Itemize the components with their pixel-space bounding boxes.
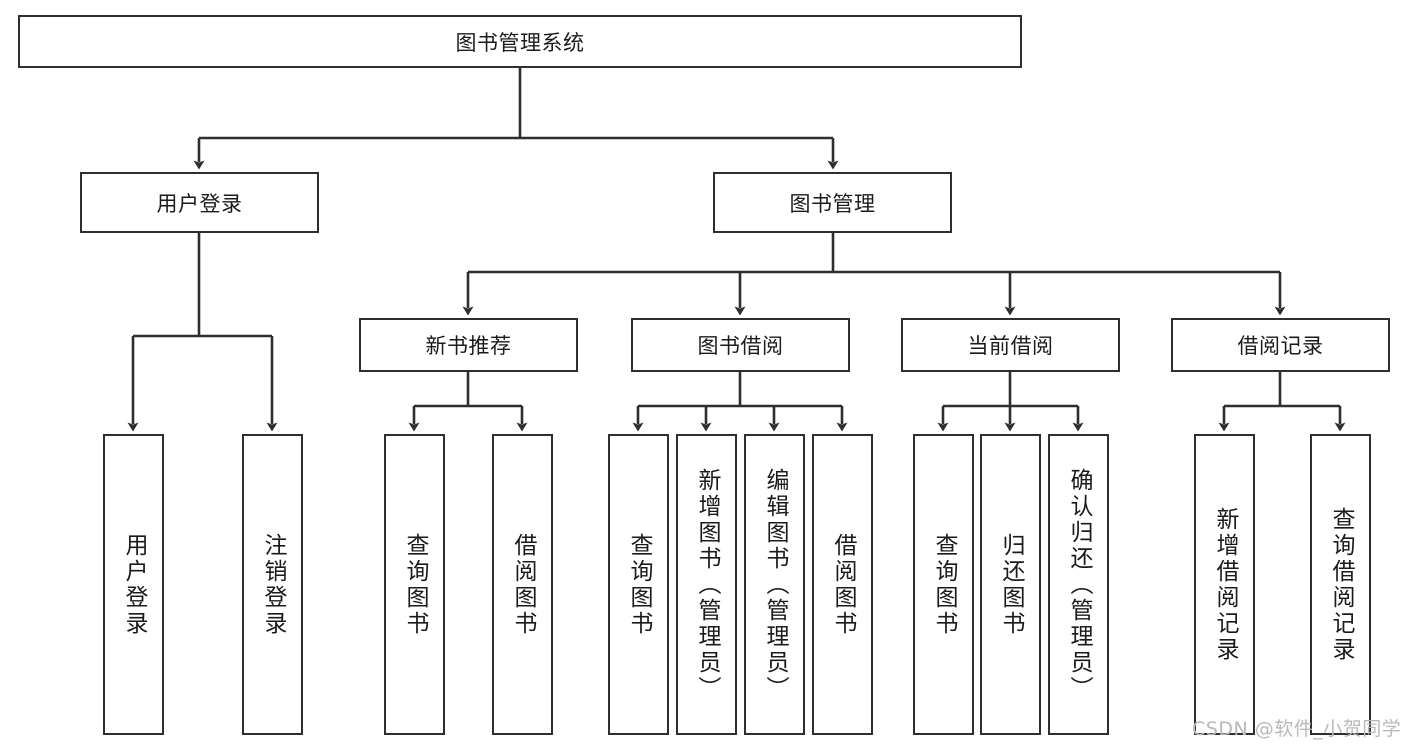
node-label: 用户登录 xyxy=(156,191,243,216)
node-label: 借阅记录 xyxy=(1237,334,1324,358)
node-book-management[interactable]: 图书管理 xyxy=(713,172,952,233)
node-label: 归还图书 xyxy=(998,532,1024,637)
leaf-query-borrow-record[interactable]: 查询借阅记录 xyxy=(1310,434,1371,735)
leaf-borrow-book[interactable]: 借阅图书 xyxy=(812,434,873,735)
node-label: 查询图书 xyxy=(626,532,652,637)
node-label: 编辑图书（管理员） xyxy=(762,467,788,702)
node-book-borrow[interactable]: 图书借阅 xyxy=(631,318,850,372)
node-label: 查询图书 xyxy=(931,532,957,637)
node-label: 图书借阅 xyxy=(697,334,784,358)
leaf-query-book-current[interactable]: 查询图书 xyxy=(913,434,974,735)
node-new-book-recommend[interactable]: 新书推荐 xyxy=(359,318,578,372)
node-label: 借阅图书 xyxy=(510,532,536,637)
node-borrow-record[interactable]: 借阅记录 xyxy=(1171,318,1390,372)
node-label: 新增图书（管理员） xyxy=(694,467,720,702)
leaf-return-book[interactable]: 归还图书 xyxy=(980,434,1041,735)
node-current-borrow[interactable]: 当前借阅 xyxy=(901,318,1120,372)
node-label: 新增借阅记录 xyxy=(1212,506,1238,663)
leaf-borrow-book-recommend[interactable]: 借阅图书 xyxy=(492,434,553,735)
leaf-query-book-recommend[interactable]: 查询图书 xyxy=(384,434,445,735)
node-user-login[interactable]: 用户登录 xyxy=(80,172,319,233)
leaf-user-login[interactable]: 用户登录 xyxy=(103,434,164,735)
node-label: 图书管理 xyxy=(789,191,876,216)
node-label: 新书推荐 xyxy=(425,334,512,358)
leaf-query-book-borrow[interactable]: 查询图书 xyxy=(608,434,669,735)
node-label: 查询借阅记录 xyxy=(1328,506,1354,663)
leaf-edit-book[interactable]: 编辑图书（管理员） xyxy=(744,434,805,735)
leaf-add-borrow-record[interactable]: 新增借阅记录 xyxy=(1194,434,1255,735)
leaf-confirm-return[interactable]: 确认归还（管理员） xyxy=(1048,434,1109,735)
node-root-system[interactable]: 图书管理系统 xyxy=(18,15,1022,68)
leaf-add-book[interactable]: 新增图书（管理员） xyxy=(676,434,737,735)
node-label: 借阅图书 xyxy=(830,532,856,637)
node-label: 确认归还（管理员） xyxy=(1066,467,1092,702)
node-label: 注销登录 xyxy=(260,532,286,637)
node-label: 图书管理系统 xyxy=(455,30,585,55)
node-label: 当前借阅 xyxy=(967,334,1054,358)
node-label: 用户登录 xyxy=(121,532,147,637)
csdn-watermark: CSDN @软件_小贺同学 xyxy=(1192,718,1402,740)
node-label: 查询图书 xyxy=(402,532,428,637)
leaf-logout-login[interactable]: 注销登录 xyxy=(242,434,303,735)
